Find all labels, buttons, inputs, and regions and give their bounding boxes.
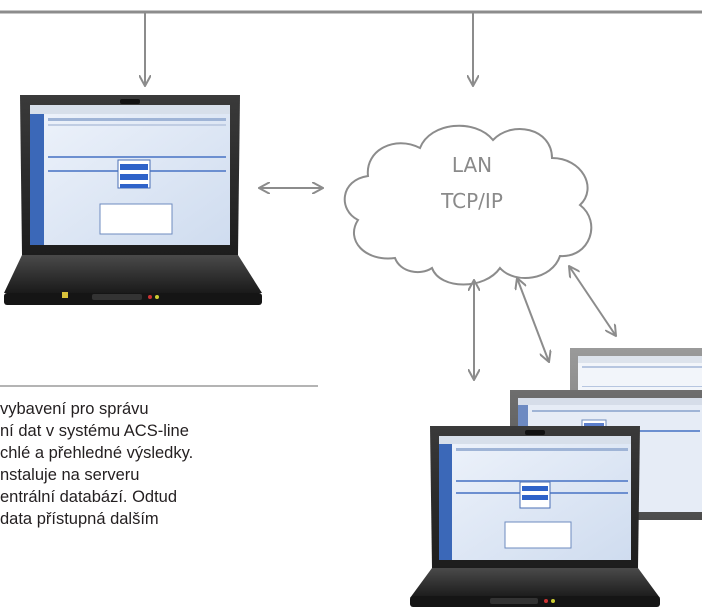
description-line: chlé a přehledné výsledky. <box>0 444 194 462</box>
description-line: entrální databází. Odtud <box>0 488 178 506</box>
cloud-label-lan: LAN <box>452 153 492 177</box>
description-line: vybavení pro správu <box>0 400 149 418</box>
description-paragraph: vybavení pro správu ní dat v systému ACS… <box>0 398 330 530</box>
description-line: ní dat v systému ACS-line <box>0 422 189 440</box>
description-line: data přístupná dalším <box>0 510 159 528</box>
server-laptop <box>4 95 262 305</box>
lan-cloud: LAN TCP/IP <box>343 124 593 286</box>
cloud-label-protocol: TCP/IP <box>440 189 503 213</box>
client-laptop-front <box>410 426 660 607</box>
bidirectional-arrow-client-2 <box>517 278 549 362</box>
bidirectional-arrow-client-3 <box>569 266 616 336</box>
description-line: nstaluje na serveru <box>0 466 140 484</box>
